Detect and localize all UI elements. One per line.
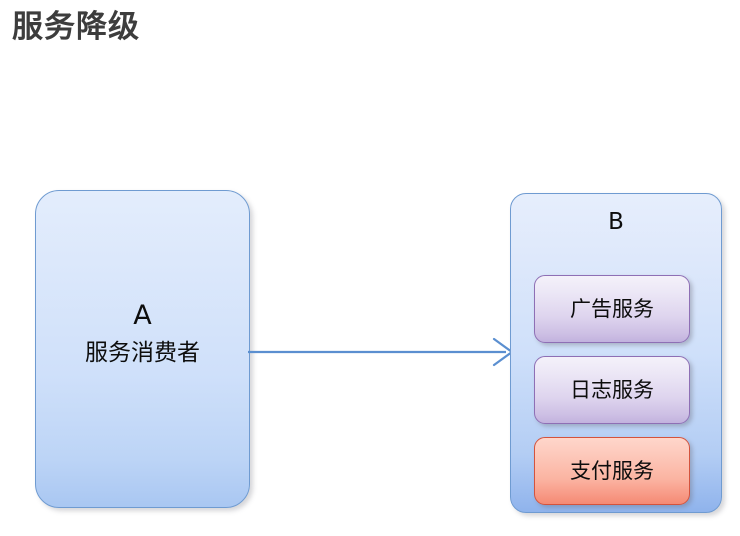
- service-consumer-box[interactable]: A 服务消费者: [35, 190, 250, 508]
- service-chip-payment-label: 支付服务: [570, 459, 654, 483]
- service-provider-box[interactable]: B 广告服务 日志服务 支付服务: [510, 193, 722, 513]
- service-chip-ad[interactable]: 广告服务: [534, 275, 690, 343]
- service-consumer-text-group: A 服务消费者: [36, 299, 249, 369]
- service-provider-letter: B: [608, 209, 624, 235]
- service-consumer-letter: A: [133, 300, 152, 331]
- service-chip-log-label: 日志服务: [570, 378, 654, 402]
- service-chip-log[interactable]: 日志服务: [534, 356, 690, 424]
- service-chip-payment[interactable]: 支付服务: [534, 437, 690, 505]
- connector-arrow-a-to-b: [248, 337, 514, 367]
- service-chip-ad-label: 广告服务: [570, 297, 654, 321]
- service-consumer-label: 服务消费者: [85, 340, 200, 366]
- page-title: 服务降级: [12, 9, 140, 45]
